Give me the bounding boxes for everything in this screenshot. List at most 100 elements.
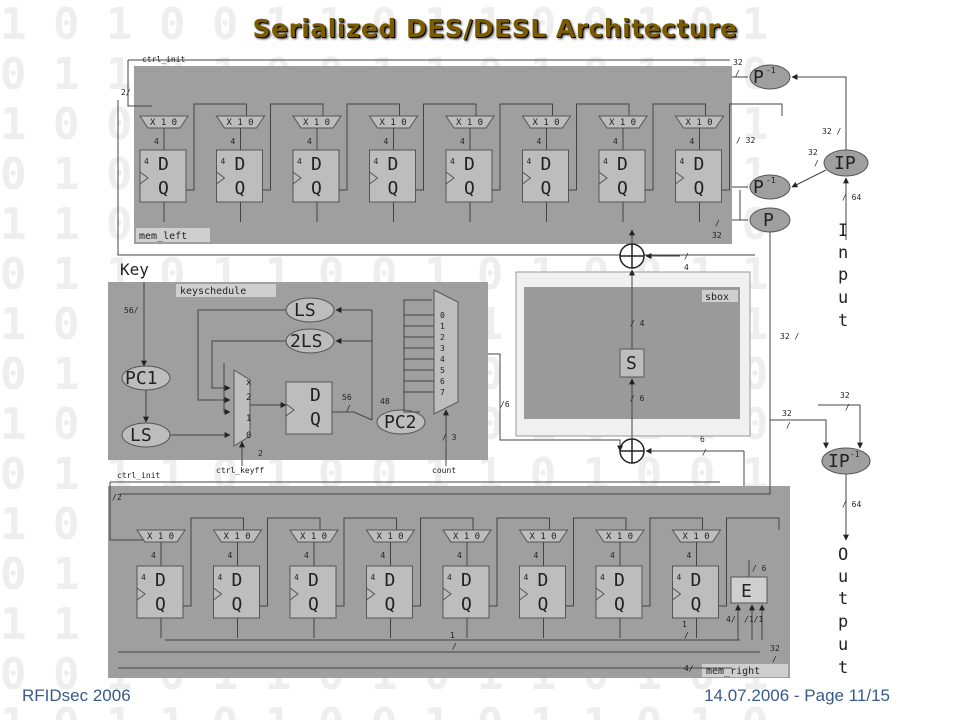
mem-right-dq-clk-7 — [595, 587, 605, 601]
mem-left-mux-label-1: X 1 0 — [150, 118, 177, 128]
mux8-input-2: 2 — [440, 333, 445, 342]
svg-text:n: n — [838, 243, 848, 263]
mem-left-mux-8 — [674, 115, 725, 129]
mem-left-w4-5: 4 — [460, 137, 465, 146]
e-label: E — [741, 581, 752, 602]
mem-right-dq-w4-7: 4 — [600, 573, 605, 582]
mem-right-dq-1 — [136, 565, 184, 619]
kmux-1: 1 — [246, 414, 251, 424]
mem-left-dq-w4-1: 4 — [144, 157, 149, 166]
count-label: count — [432, 466, 456, 475]
mux8-input-4: 4 — [440, 355, 445, 364]
svg-text:p: p — [838, 265, 848, 285]
mem-right-shift-2 — [259, 517, 321, 607]
mem-right-mux-4 — [365, 529, 416, 543]
xor-top — [619, 243, 645, 269]
footer-right: 14.07.2006 - Page 11/15 — [704, 686, 890, 705]
mem-right-mux-7 — [595, 529, 645, 543]
mem-right-dq-w4-6: 4 — [524, 573, 529, 582]
mem-left-dq-1 — [139, 149, 187, 203]
keyschedule-label-box — [176, 284, 276, 297]
pc2-label: PC2 — [384, 412, 417, 433]
mem-left-mux-7 — [598, 115, 648, 129]
mem-right-mux-label-6: X 1 0 — [530, 532, 557, 542]
mem-right-shift-4 — [412, 517, 474, 607]
mem-left-mux-label-4: X 1 0 — [380, 118, 407, 128]
p-inverse-mid-ellipse — [749, 174, 791, 200]
mem-left-mux-label-2: X 1 0 — [227, 118, 254, 128]
mem-left-dq-w4-3: 4 — [297, 157, 302, 166]
mem-right-dq-2 — [213, 565, 260, 619]
mem-right-dq-5 — [442, 565, 490, 619]
mem-left-dq-w4-2: 4 — [221, 157, 226, 166]
mem-right-mux-label-2: X 1 0 — [224, 532, 251, 542]
mem-left-shift-8 — [721, 103, 783, 191]
mem-left-dq-clk-1 — [139, 171, 149, 185]
mem-left-mux-4 — [368, 115, 419, 129]
mem-right-dq-d-8: D — [691, 570, 702, 591]
w56-dq-out-slash: / — [346, 404, 351, 413]
w32-top-slash: / — [735, 69, 740, 78]
mem-left-dq-w4-8: 4 — [680, 157, 685, 166]
w32-ipinv-right-slash: / — [845, 403, 850, 412]
mux8-input-6: 6 — [440, 377, 445, 386]
mem-right-w4-4: 4 — [381, 551, 386, 560]
mem-left-dq-clk-4 — [369, 171, 379, 185]
mem-right-mux-label-8: X 1 0 — [683, 532, 710, 542]
xor-bottom — [619, 438, 645, 464]
w32-bottom-slash: / — [772, 655, 777, 664]
mem-right-w4-3: 4 — [304, 551, 309, 560]
w4-xor-top: / — [684, 252, 689, 261]
mem-right-mux-label-7: X 1 0 — [606, 532, 633, 542]
mem-left-dq-2 — [216, 149, 263, 203]
mem-left-dq-q-6: Q — [541, 178, 552, 199]
mem-right-dq-w4-1: 4 — [141, 573, 146, 582]
mem-left-dq-q-1: Q — [158, 178, 169, 199]
mem-right-dq-d-6: D — [538, 570, 549, 591]
ctrl-init-bottom-label: ctrl_init — [117, 471, 161, 480]
mem-right-dq-q-5: Q — [461, 594, 472, 615]
mem-left-w4-1: 4 — [154, 137, 159, 146]
mem-right-dq-clk-6 — [519, 587, 529, 601]
mem-right-dq-w4-2: 4 — [218, 573, 223, 582]
key-dq-q: Q — [310, 409, 321, 430]
mem-right-mux-2 — [212, 529, 263, 543]
mux8-input-3: 3 — [440, 344, 445, 353]
mem-left-shift-7 — [645, 103, 706, 191]
kmux-2: 2 — [246, 393, 251, 403]
w48-pc2: 48 — [380, 397, 390, 406]
mem-right-dq-3 — [289, 565, 337, 619]
ctrl-init-bottom-width: /2 — [112, 493, 122, 502]
mem-left-mux-2 — [215, 115, 266, 129]
mem-left-dq-clk-2 — [216, 171, 226, 185]
mem-right-dq-d-7: D — [614, 570, 625, 591]
svg-text:p: p — [838, 612, 848, 632]
mem-left-mux-label-7: X 1 0 — [609, 118, 636, 128]
mem-right-shift-7 — [642, 517, 703, 607]
mem-left-w4-4: 4 — [384, 137, 389, 146]
mem-right-dq-w4-5: 4 — [447, 573, 452, 582]
svg-text:t: t — [838, 311, 848, 331]
mem-left-mux-label-3: X 1 0 — [303, 118, 330, 128]
w6-pc2-out: /6 — [500, 400, 510, 409]
key-label: Key — [120, 260, 149, 279]
mem-right-dq-d-4: D — [385, 570, 396, 591]
mem-right-dq-clk-5 — [442, 587, 452, 601]
p-inverse-mid-sup: -1 — [766, 176, 776, 185]
footer-left: RFIDsec 2006 — [22, 686, 131, 705]
mem-right-shift-3 — [336, 517, 397, 607]
w32-p-slash: / — [715, 219, 720, 228]
mem-left-shift-1 — [186, 103, 247, 191]
keyschedule-label: keyschedule — [180, 286, 246, 297]
keyschedule-mux — [233, 369, 251, 447]
mem-right-dq-q-1: Q — [155, 594, 166, 615]
mem-right-mux-6 — [518, 529, 569, 543]
mem-right-dq-6 — [519, 565, 566, 619]
w32-top: 32 — [733, 58, 743, 67]
mem-left-dq-4 — [369, 149, 416, 203]
